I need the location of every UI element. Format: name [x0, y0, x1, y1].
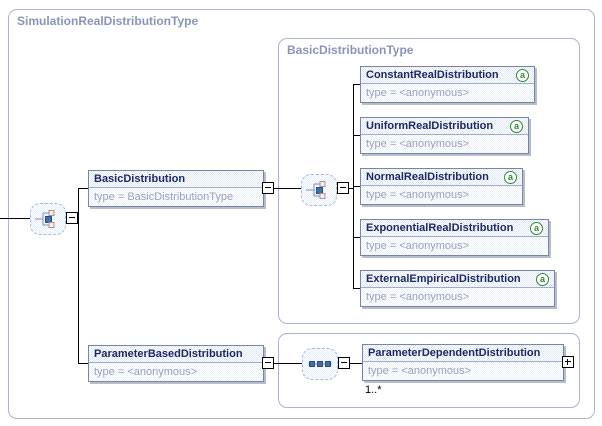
attributes-icon: a	[510, 119, 523, 133]
connector-line	[353, 288, 360, 289]
choice-icon[interactable]	[30, 203, 66, 235]
choice-glyph-icon	[35, 210, 55, 228]
choice-icon[interactable]	[301, 174, 337, 206]
element-type: type = BasicDistributionType	[89, 188, 263, 206]
element-type: type = <anonymous>	[361, 237, 548, 255]
container-title: BasicDistributionType	[287, 43, 414, 57]
collapse-toggle[interactable]	[262, 357, 274, 369]
sequence-glyph-icon	[308, 361, 332, 367]
connector-line	[274, 363, 302, 364]
connector-line	[0, 218, 30, 219]
element-box-parameter-dependent-distribution[interactable]: ParameterDependentDistribution type = <a…	[362, 344, 564, 381]
collapse-toggle[interactable]	[66, 212, 78, 224]
connector-line	[78, 188, 79, 364]
sequence-icon[interactable]	[302, 348, 338, 380]
element-name: ExternalEmpiricalDistribution	[366, 273, 521, 285]
element-box-external-empirical-distribution[interactable]: ExternalEmpiricalDistribution a type = <…	[360, 270, 555, 307]
element-box-exponential-real-distribution[interactable]: ExponentialRealDistribution a type = <an…	[360, 219, 549, 256]
connector-line	[353, 186, 360, 187]
element-name: ConstantRealDistribution	[366, 69, 499, 81]
element-box-uniform-real-distribution[interactable]: UniformRealDistribution a type = <anonym…	[360, 117, 529, 154]
container-simulation-real-distribution-type: SimulationRealDistributionType	[8, 9, 595, 419]
connector-line	[353, 135, 360, 136]
attributes-icon: a	[516, 68, 529, 82]
connector-line	[78, 188, 88, 189]
element-type: type = <anonymous>	[363, 362, 563, 380]
element-box-normal-real-distribution[interactable]: NormalRealDistribution a type = <anonymo…	[360, 168, 523, 205]
choice-glyph-icon	[306, 181, 326, 199]
collapse-toggle[interactable]	[338, 357, 350, 369]
connector-line	[349, 188, 354, 189]
element-type: type = <anonymous>	[361, 288, 554, 306]
element-name: ParameterDependentDistribution	[368, 347, 541, 359]
expand-toggle[interactable]	[562, 356, 574, 368]
element-type: type = <anonymous>	[89, 363, 263, 381]
connector-line	[78, 363, 88, 364]
container-basic-distribution-type: BasicDistributionType	[278, 38, 580, 324]
element-box-parameter-based-distribution[interactable]: ParameterBasedDistribution type = <anony…	[88, 345, 264, 382]
collapse-toggle[interactable]	[337, 182, 349, 194]
element-name: ParameterBasedDistribution	[94, 348, 243, 360]
container-title: SimulationRealDistributionType	[17, 14, 199, 28]
attributes-icon: a	[536, 272, 549, 286]
cardinality-label: 1..*	[365, 384, 382, 396]
element-box-basic-distribution[interactable]: BasicDistribution type = BasicDistributi…	[88, 170, 264, 207]
collapse-toggle[interactable]	[262, 182, 274, 194]
container-parameter-sequence	[278, 333, 580, 408]
connector-line	[353, 84, 360, 85]
element-type: type = <anonymous>	[361, 135, 528, 153]
element-name: UniformRealDistribution	[366, 120, 494, 132]
element-name: ExponentialRealDistribution	[366, 222, 514, 234]
connector-line	[353, 237, 360, 238]
element-name: BasicDistribution	[94, 173, 186, 185]
connector-line	[274, 188, 301, 189]
attributes-icon: a	[530, 221, 543, 235]
element-type: type = <anonymous>	[361, 84, 534, 102]
element-type: type = <anonymous>	[361, 186, 522, 204]
element-box-constant-real-distribution[interactable]: ConstantRealDistribution a type = <anony…	[360, 66, 535, 103]
connector-line	[350, 363, 362, 364]
attributes-icon: a	[504, 170, 517, 184]
element-name: NormalRealDistribution	[366, 171, 489, 183]
